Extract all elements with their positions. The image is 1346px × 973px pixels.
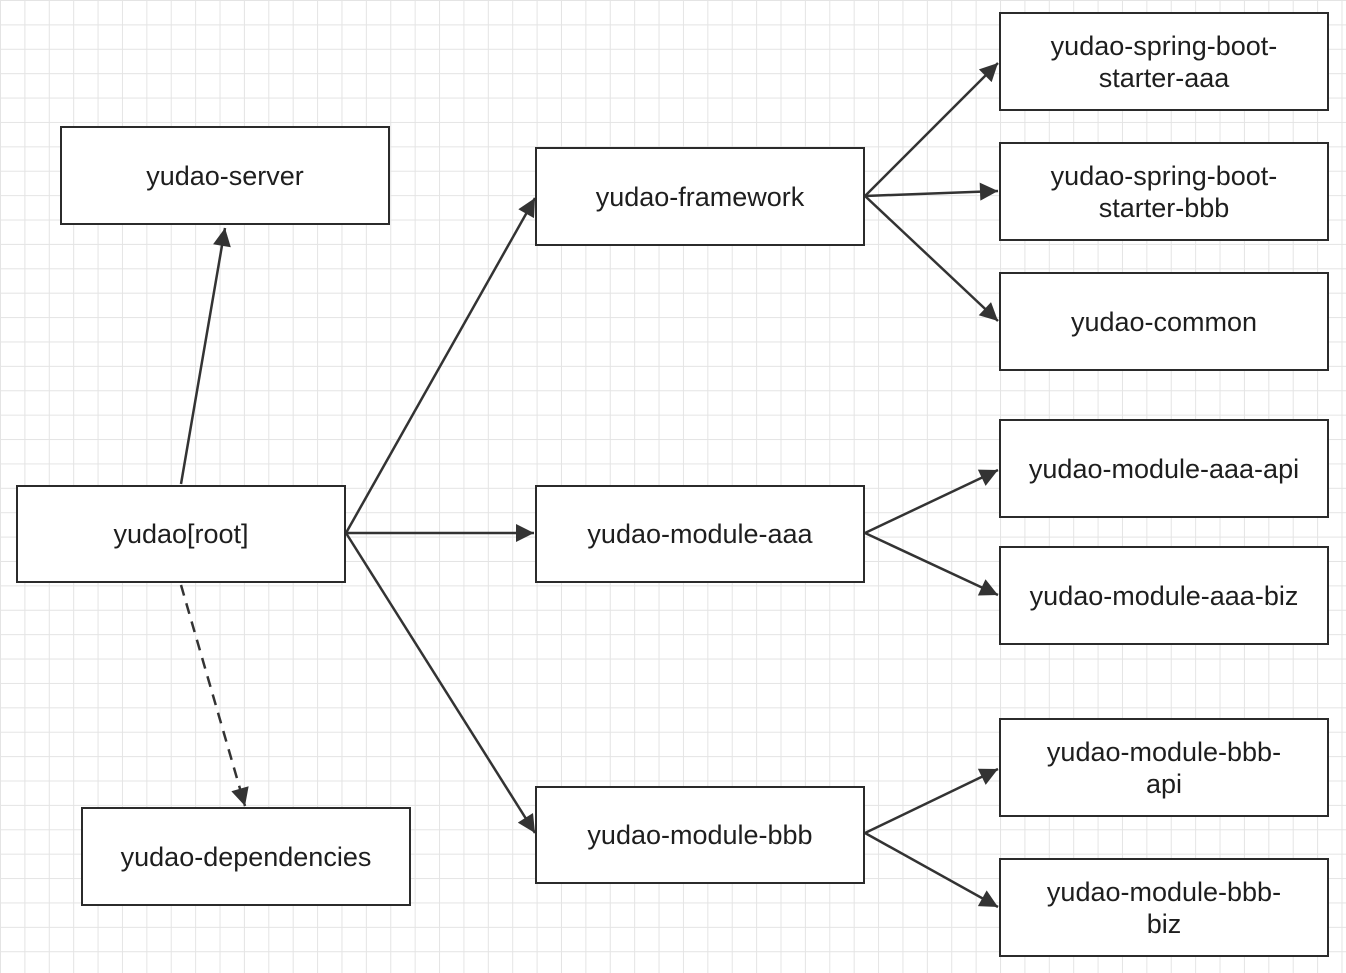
node-module-bbb-label: yudao-module-bbb xyxy=(587,820,813,850)
node-common[interactable]: yudao-common xyxy=(999,272,1329,371)
edge-framework-to-starter-bbb xyxy=(864,182,999,201)
edge-module-aaa-to-module-aaa-api xyxy=(864,468,999,535)
node-module-bbb-api-label-line2: api xyxy=(1145,768,1183,799)
node-module-bbb-biz[interactable]: yudao-module-bbb- biz xyxy=(999,858,1329,957)
edge-framework-to-common xyxy=(864,195,999,322)
node-module-aaa-api-label: yudao-module-aaa-api xyxy=(1028,453,1300,484)
node-module-aaa-biz[interactable]: yudao-module-aaa-biz xyxy=(999,546,1329,645)
node-module-aaa-biz-label: yudao-module-aaa-biz xyxy=(1029,580,1299,611)
node-module-bbb-api-label-line1: yudao-module-bbb- xyxy=(1046,736,1282,767)
edge-module-bbb-to-module-bbb-biz xyxy=(864,831,999,909)
node-module-aaa-label: yudao-module-aaa xyxy=(587,519,813,549)
node-starter-aaa-label-line1: yudao-spring-boot- xyxy=(1050,30,1278,61)
node-dependencies[interactable]: yudao-dependencies xyxy=(81,807,411,906)
edge-framework-to-starter-aaa xyxy=(864,62,999,197)
node-module-bbb-biz-label-line1: yudao-module-bbb- xyxy=(1046,876,1282,907)
node-module-aaa-api[interactable]: yudao-module-aaa-api xyxy=(999,419,1329,518)
node-starter-bbb-label-line1: yudao-spring-boot- xyxy=(1050,160,1278,191)
node-server-label: yudao-server xyxy=(146,160,304,191)
edge-module-bbb-to-module-bbb-api xyxy=(864,767,999,835)
node-server[interactable]: yudao-server xyxy=(60,126,390,225)
edge-root-to-server xyxy=(179,227,231,485)
node-common-label: yudao-common xyxy=(1070,306,1258,337)
edge-root-to-dependencies xyxy=(179,584,249,807)
node-starter-aaa[interactable]: yudao-spring-boot- starter-aaa xyxy=(999,12,1329,111)
node-module-bbb[interactable]: yudao-module-bbb xyxy=(535,786,865,884)
edge-root-to-framework xyxy=(344,197,537,534)
node-module-aaa[interactable]: yudao-module-aaa xyxy=(535,485,865,583)
node-module-bbb-api[interactable]: yudao-module-bbb- api xyxy=(999,718,1329,817)
node-module-bbb-biz-label-line2: biz xyxy=(1146,908,1182,939)
node-framework[interactable]: yudao-framework xyxy=(535,147,865,246)
node-starter-bbb[interactable]: yudao-spring-boot- starter-bbb xyxy=(999,142,1329,241)
edge-root-to-module-bbb xyxy=(344,532,537,834)
edge-layer xyxy=(179,62,999,909)
node-root[interactable]: yudao[root] xyxy=(16,485,346,583)
node-starter-aaa-label-line2: starter-aaa xyxy=(1098,62,1230,93)
node-framework-label: yudao-framework xyxy=(595,181,805,212)
node-starter-bbb-label-line2: starter-bbb xyxy=(1098,192,1230,223)
node-root-label: yudao[root] xyxy=(113,519,249,549)
node-dependencies-label: yudao-dependencies xyxy=(120,841,372,872)
edge-module-aaa-to-module-aaa-biz xyxy=(864,531,999,597)
